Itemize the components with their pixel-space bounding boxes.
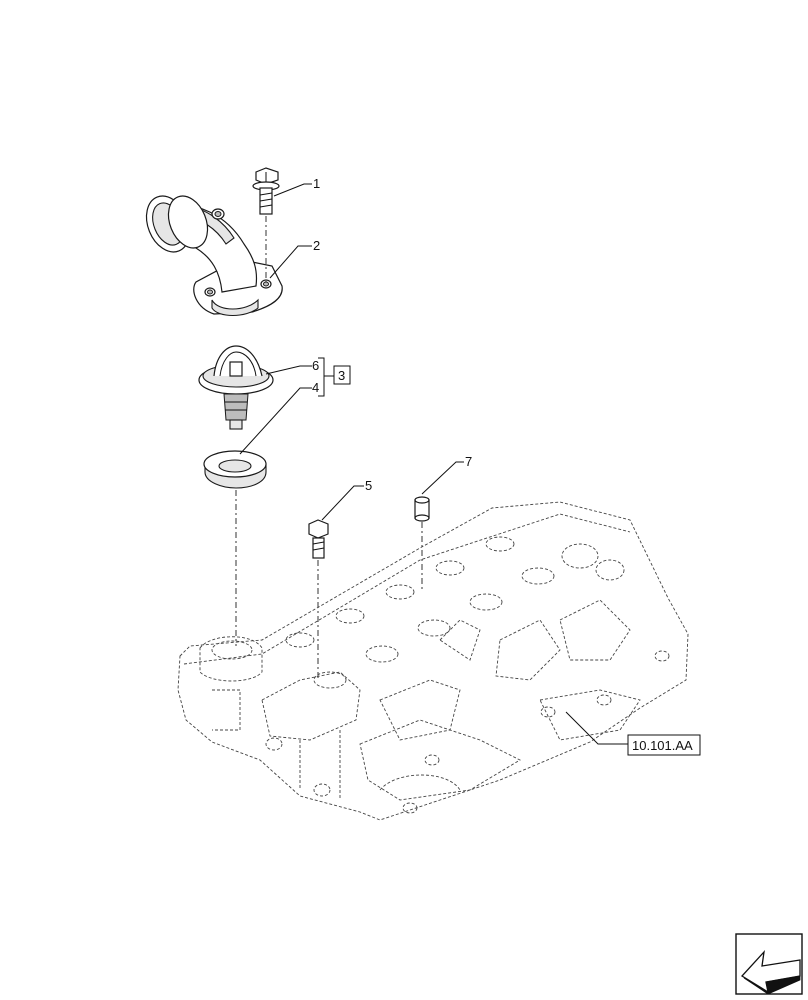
previous-page-arrow-icon[interactable] — [735, 933, 803, 995]
dowel-pin-part-7 — [414, 496, 430, 522]
callout-4[interactable]: 4 — [312, 380, 319, 395]
thermostat-part-6 — [198, 345, 274, 430]
callout-1[interactable]: 1 — [313, 176, 320, 191]
callout-3[interactable]: 3 — [338, 368, 345, 383]
callout-6[interactable]: 6 — [312, 358, 319, 373]
leader-lines — [239, 183, 628, 745]
bolt-part-5 — [308, 519, 329, 559]
gasket-part-4 — [203, 450, 267, 489]
reference-label[interactable]: 10.101.AA — [632, 738, 693, 753]
reference-box — [627, 734, 701, 756]
callout-3-box — [333, 365, 351, 385]
callout-5[interactable]: 5 — [365, 478, 372, 493]
callout-2[interactable]: 2 — [313, 238, 320, 253]
callout-7[interactable]: 7 — [465, 454, 472, 469]
cylinder-head-phantom — [177, 501, 689, 821]
bolt-part-1 — [252, 167, 280, 215]
thermostat-housing — [145, 195, 283, 317]
